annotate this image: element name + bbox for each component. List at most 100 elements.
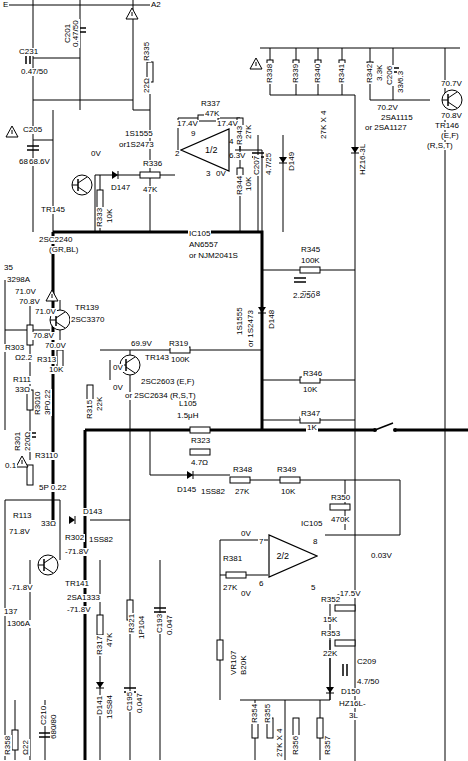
part-label: IC105 [300, 520, 323, 528]
part-label: 33Ω [40, 520, 57, 528]
part-label: 1.5μH [176, 412, 200, 420]
part-label: 1P104 [138, 615, 146, 640]
part-label: L105 [178, 400, 198, 408]
opamp-triangle: 2/2 [268, 534, 318, 578]
part-label: 10K [302, 386, 318, 394]
part-label: 70.0V [44, 342, 67, 350]
part-label: D148 [268, 309, 276, 330]
part-label: 2 [174, 150, 180, 158]
part-label: R315 [86, 399, 94, 420]
part-label: 0V [240, 530, 252, 538]
part-label: 7 [258, 538, 264, 546]
part-label: R319 [168, 340, 189, 348]
part-label: D149 [288, 151, 296, 172]
part-label: 15K [322, 616, 338, 624]
part-label: 1K [306, 424, 318, 432]
part-label: R339 [292, 63, 300, 84]
part-label: (R,S,T) [426, 142, 454, 150]
part-label: or 1S2473 [247, 309, 255, 348]
part-label: C207 [253, 155, 261, 176]
part-label: 0.47/50 [72, 19, 80, 48]
part-label: C206 [386, 65, 394, 86]
part-label: HZ16-3L [359, 143, 367, 176]
opamp-section: 1/2 [205, 146, 218, 155]
part-label: 2SA1333 [66, 594, 101, 602]
part-label: 100K [300, 257, 321, 265]
part-label: R349 [276, 466, 297, 474]
part-label: 3L [348, 712, 359, 720]
part-label: 33Ω [14, 386, 31, 394]
part-label: 2.2/50 [292, 292, 316, 300]
part-label: R347 [300, 410, 321, 418]
part-label: 8 [312, 538, 318, 546]
part-label: 17.4V [176, 120, 199, 128]
part-label: 1SS82 [200, 488, 226, 496]
part-label: TR146 [434, 122, 460, 130]
part-label: 71.0V [14, 288, 37, 296]
part-label: 22K [96, 396, 104, 412]
part-label: R355 [264, 703, 272, 724]
part-label: C209 [356, 658, 377, 666]
part-label: R342 [366, 63, 374, 84]
part-label: or1S2473 [118, 141, 155, 149]
opamp-shape [181, 129, 229, 171]
part-label: 22K [322, 650, 338, 658]
part-label: 0V [112, 384, 124, 392]
part-label: -71.8V [64, 548, 90, 556]
part-label: R341 [338, 63, 346, 84]
part-label: or NJM2041S [188, 252, 239, 260]
part-label: 470K [330, 516, 351, 524]
part-label: R343 [236, 125, 244, 146]
part-label: R3010 [34, 390, 42, 416]
part-label: Ω22 [22, 739, 30, 756]
part-label: 70.8V [18, 298, 41, 306]
part-label: IC105 [188, 230, 211, 238]
part-label: VR107 [230, 650, 238, 676]
part-label: 1306A [6, 620, 31, 628]
part-label: R381 [222, 555, 243, 563]
part-label: 4.7/50 [356, 678, 380, 686]
part-label: AN6557 [188, 241, 219, 249]
part-label: R336 [142, 160, 163, 168]
part-label: 2SA1115 [380, 114, 414, 122]
part-label: TR143 [144, 354, 170, 362]
part-label: 71.8V [8, 528, 31, 536]
part-label: R317 [96, 635, 104, 656]
part-label: 0V [240, 590, 252, 598]
part-label: 27K [245, 124, 253, 140]
part-label: D145 [176, 486, 197, 494]
part-label: 70.8V [32, 332, 55, 340]
part-label: TR145 [40, 206, 66, 214]
part-label: A2 [150, 1, 162, 9]
part-label: (E,F) [440, 132, 460, 140]
part-label: D143 [82, 508, 103, 516]
part-label: R338 [266, 63, 274, 84]
part-label: 0.047 [166, 614, 174, 636]
part-label: 27K [234, 488, 250, 496]
part-label: R350 [330, 494, 351, 502]
part-label: R352 [320, 596, 341, 604]
part-label: 0.03V [370, 552, 393, 560]
part-label: 27K [222, 584, 238, 592]
part-label: 6.3V [228, 152, 246, 160]
part-label: 5P 0.22 [38, 484, 67, 492]
part-label: R346 [302, 370, 323, 378]
part-label: 47K [106, 632, 114, 648]
part-label: D147 [110, 184, 131, 192]
part-label: R356 [292, 735, 300, 756]
part-label: 100K [170, 356, 191, 364]
part-label: C201 [64, 23, 72, 44]
part-label: R3110 [34, 452, 59, 460]
part-label: 22Ω [143, 77, 151, 94]
part-label: 6 [258, 580, 264, 588]
opamp-triangle: 1/2 [180, 128, 230, 172]
part-label: C231 [18, 48, 39, 56]
part-label: 10K [48, 366, 64, 374]
part-label: R344 [236, 175, 244, 196]
part-label: Ω2.2 [14, 354, 33, 362]
part-label: 10K [245, 176, 253, 192]
part-label: 0.047 [136, 692, 144, 714]
part-label: D141 [96, 695, 104, 716]
part-label: -71.8V [8, 584, 34, 592]
part-label: -71.8V [66, 606, 92, 614]
